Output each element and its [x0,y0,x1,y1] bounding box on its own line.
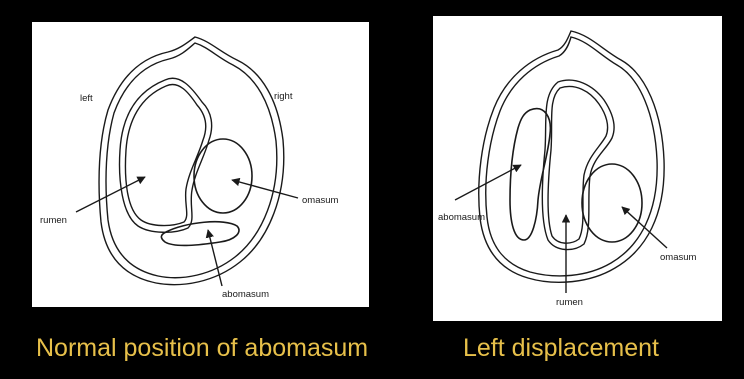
left-label-omasum: omasum [302,195,339,206]
left-caption: Normal position of abomasum [36,336,368,361]
left-panel: left right rumen omasum abomasum [32,22,369,307]
right-label-omasum: omasum [660,252,697,263]
right-caption: Left displacement [463,336,659,361]
right-label-rumen: rumen [556,297,583,308]
right-label-abomasum: abomasum [438,212,485,223]
left-label-left: left [80,93,93,104]
left-label-right: right [274,91,293,102]
left-label-abomasum: abomasum [222,289,269,300]
left-label-rumen: rumen [40,215,67,226]
right-panel: abomasum rumen omasum [433,16,722,321]
